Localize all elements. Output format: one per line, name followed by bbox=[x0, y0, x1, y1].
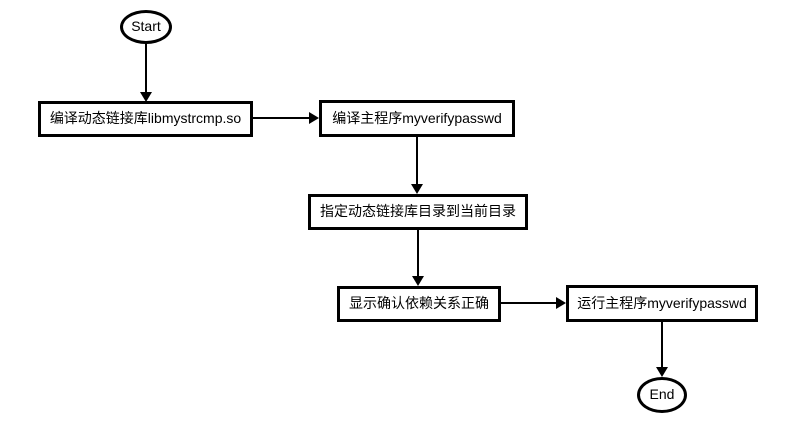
arrowhead-down-icon bbox=[656, 367, 668, 377]
start-node-label: Start bbox=[131, 18, 161, 35]
start-node: Start bbox=[120, 10, 172, 44]
arrowhead-down-icon bbox=[140, 92, 152, 102]
process-node-compile-main: 编译主程序myverifypasswd bbox=[319, 100, 515, 137]
process-node-compile-lib: 编译动态链接库libmystrcmp.so bbox=[38, 101, 253, 137]
process-node-run-main: 运行主程序myverifypasswd bbox=[566, 285, 758, 322]
process-node-compile-main-label: 编译主程序myverifypasswd bbox=[332, 109, 502, 126]
arrowhead-right-icon bbox=[556, 297, 566, 309]
process-node-verify-deps-label: 显示确认依赖关系正确 bbox=[349, 295, 489, 312]
arrow-verify-deps-to-run-main bbox=[501, 302, 557, 304]
arrow-compile-main-to-set-lib-path bbox=[416, 137, 418, 185]
process-node-compile-lib-label: 编译动态链接库libmystrcmp.so bbox=[49, 110, 242, 127]
arrow-start-to-compile-lib bbox=[145, 43, 147, 93]
arrow-compile-lib-to-compile-main bbox=[253, 117, 310, 119]
arrowhead-down-icon bbox=[411, 184, 423, 194]
arrowhead-right-icon bbox=[309, 112, 319, 124]
process-node-set-lib-path: 指定动态链接库目录到当前目录 bbox=[308, 194, 528, 230]
process-node-run-main-label: 运行主程序myverifypasswd bbox=[577, 294, 747, 311]
process-node-set-lib-path-label: 指定动态链接库目录到当前目录 bbox=[320, 203, 516, 220]
arrow-set-lib-path-to-verify-deps bbox=[417, 230, 419, 277]
process-node-verify-deps: 显示确认依赖关系正确 bbox=[337, 286, 501, 322]
end-node: End bbox=[637, 377, 687, 413]
end-node-label: End bbox=[649, 386, 675, 403]
arrowhead-down-icon bbox=[412, 276, 424, 286]
arrow-run-main-to-end bbox=[661, 322, 663, 368]
